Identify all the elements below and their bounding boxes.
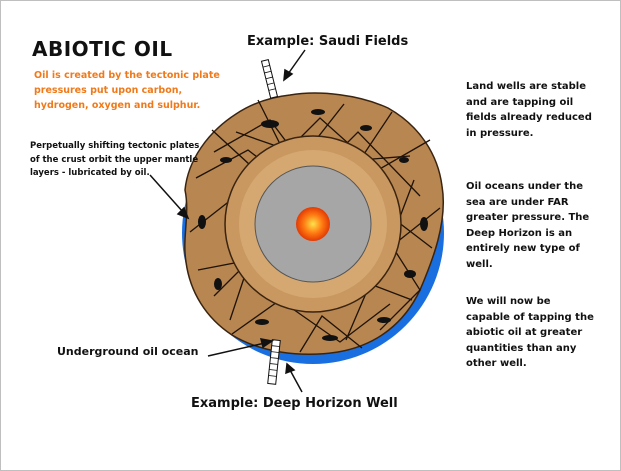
saudi-fields-label: Example: Saudi Fields	[247, 34, 409, 49]
oil-ocean-label: Underground oil ocean	[57, 345, 199, 358]
oil-pockets	[198, 109, 428, 341]
deep-horizon-label: Example: Deep Horizon Well	[191, 396, 398, 411]
land-wells-text: Land wells are stable and are tapping oi…	[466, 81, 592, 139]
page-title: ABIOTIC OIL	[32, 37, 173, 61]
inner-core	[296, 207, 330, 241]
tectonic-plates-label: Perpetually shifting tectonic plates of …	[30, 141, 200, 178]
tapping-text: We will now be capable of tapping the ab…	[466, 296, 594, 369]
oil-oceans-text: Oil oceans under the sea are under FAR g…	[466, 181, 590, 270]
intro-text: Oil is created by the tectonic plate pre…	[34, 70, 220, 111]
saudi-well-icon	[260, 58, 279, 99]
pointer-arrows	[149, 49, 306, 393]
deep-horizon-well-icon	[267, 339, 281, 385]
